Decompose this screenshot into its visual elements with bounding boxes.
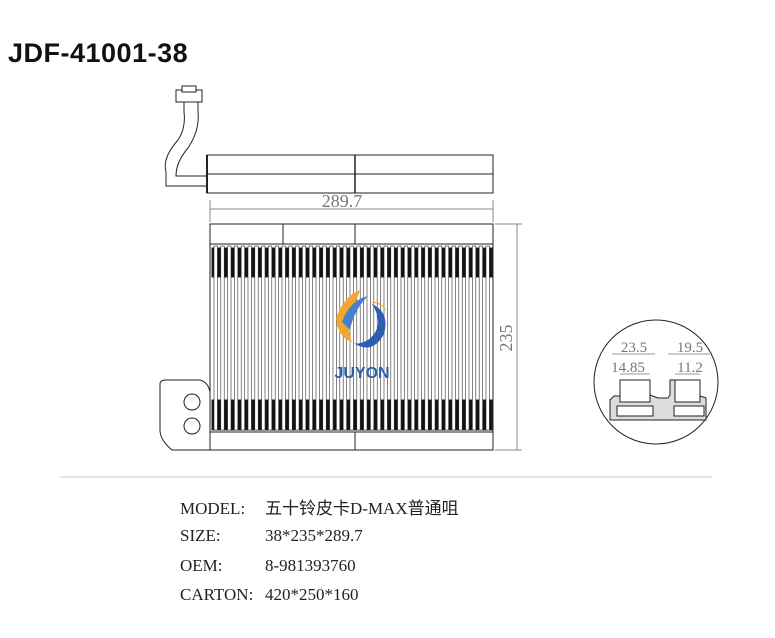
fin-tube [383,245,388,431]
fin-tube [213,245,218,431]
product-code-title: JDF-41001-38 [8,38,189,68]
fin-tube [227,245,232,431]
fin-tube [302,245,307,431]
fin-tube [329,245,334,431]
fin-tube [315,245,320,431]
fin-tube [438,245,443,431]
fin-tube [424,245,429,431]
height-dimension [495,223,522,451]
fin-tube [404,245,409,431]
spec-label: MODEL: [180,499,246,518]
fin-tube [234,245,239,431]
core-front-view [159,223,494,451]
fin-tube [308,245,313,431]
fin-tube [431,245,436,431]
spec-label: OEM: [180,556,223,575]
spec-label: SIZE: [180,526,221,545]
fin-tube [485,245,490,431]
fin-tube [268,245,273,431]
logo-text: JUYON [334,365,389,382]
fin-tube [390,245,395,431]
fin-tube [295,245,300,431]
spec-value: 420*250*160 [265,585,359,604]
spec-oem: OEM: 8-981393760 [180,556,356,576]
fin-tube [274,245,279,431]
spec-value: 五十铃皮卡D-MAX普通咀 [265,499,459,518]
fin-tube [397,245,402,431]
spec-value: 38*235*289.7 [265,526,363,545]
spec-model: MODEL: 五十铃皮卡D-MAX普通咀 [180,494,459,519]
fin-tube [240,245,245,431]
fitting-detail [593,319,719,445]
fin-tube [472,245,477,431]
fin-tube [458,245,463,431]
detail-dim-14-85: 14.85 [611,360,645,376]
fin-tube [336,245,341,431]
fin-tube [281,245,286,431]
spec-carton: CARTON: 420*250*160 [180,585,359,605]
height-dimension-label: 235 [496,325,516,352]
fin-tube [322,245,327,431]
fin-tube [410,245,415,431]
fin-tube [261,245,266,431]
spec-size: SIZE: 38*235*289.7 [180,526,363,546]
fin-tube [478,245,483,431]
detail-dim-11-2: 11.2 [677,360,703,376]
fin-tube [349,245,354,431]
spec-value: 8-981393760 [265,556,356,575]
fin-tube [247,245,252,431]
fin-tube [417,245,422,431]
fin-tube [288,245,293,431]
spec-label: CARTON: [180,585,254,604]
fin-tube [465,245,470,431]
detail-dim-19-5: 19.5 [677,340,703,356]
juyon-logo: JUYON [334,290,390,382]
top-view-header [164,85,494,194]
fin-tube [254,245,259,431]
detail-dim-23-5: 23.5 [621,340,647,356]
fin-tube [363,245,368,431]
width-dimension [209,200,494,222]
fin-tube [451,245,456,431]
fin-tube [220,245,225,431]
fin-tube [356,245,361,431]
width-dimension-label: 289.7 [322,191,363,211]
fin-tube [444,245,449,431]
